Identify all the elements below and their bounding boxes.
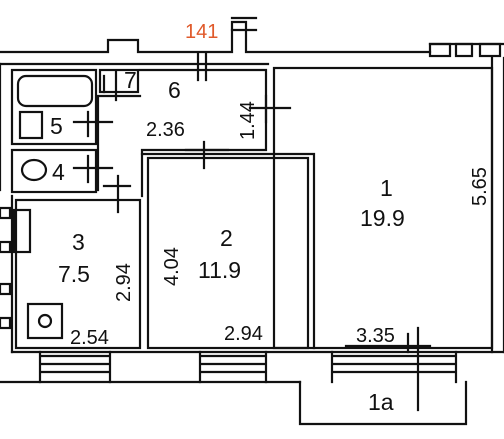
room-7-number: 7	[124, 67, 137, 93]
room-4-number: 4	[52, 159, 65, 185]
room-7-outline	[98, 68, 140, 94]
bathtub	[16, 74, 94, 108]
room-6-width-dimension: 2.36	[146, 119, 185, 141]
room-3-area: 7.5	[58, 261, 90, 287]
balcony-1a-outline	[298, 380, 468, 426]
window-top-right-1	[428, 42, 452, 58]
window-left-4	[0, 316, 12, 330]
room-6-number: 6	[168, 77, 181, 103]
room-5-number: 5	[50, 113, 63, 139]
room-3-outline	[14, 198, 142, 350]
window-left-2	[0, 240, 12, 254]
toilet-bowl	[20, 158, 48, 182]
room-2-inner-wall	[140, 152, 316, 350]
room-2-area: 11.9	[198, 257, 241, 283]
window-top-right-3	[478, 42, 502, 58]
room-3-number: 3	[72, 229, 85, 255]
room-2-number: 2	[220, 225, 233, 251]
corridor-wall	[96, 94, 142, 192]
window-bottom-3	[330, 350, 458, 384]
room-2-outline	[146, 156, 310, 350]
room-5-outline	[10, 68, 98, 146]
room-1-width-dimension: 3.35	[356, 325, 395, 347]
stove	[26, 302, 64, 340]
room-3-height-dimension: 2.94	[113, 263, 135, 302]
wall-stub-left	[12, 208, 32, 254]
window-bottom-1	[38, 350, 112, 384]
flat-number: 141	[185, 21, 218, 43]
room-6-outline	[138, 68, 268, 198]
room-1-number: 1	[380, 175, 393, 201]
room-4-outline	[10, 148, 98, 194]
room-1a-number: 1a	[368, 389, 394, 415]
room-2-height-dimension: 4.04	[161, 247, 183, 286]
sink	[18, 110, 44, 140]
stove-burner	[37, 313, 53, 329]
window-top-right-2	[454, 42, 474, 58]
room-1-area: 19.9	[360, 205, 405, 231]
window-bottom-2	[198, 350, 268, 384]
room-1-outline	[272, 66, 494, 350]
room-6-height-dimension: 1.44	[237, 101, 259, 140]
door-ticks	[72, 16, 432, 412]
room-2-width-dimension: 2.94	[224, 323, 263, 345]
window-left-3	[0, 282, 12, 296]
room-3-width-dimension: 2.54	[70, 327, 109, 349]
room-1-height-dimension: 5.65	[469, 167, 491, 206]
outer-wall-top-left	[0, 20, 432, 54]
window-left-1	[0, 206, 12, 220]
